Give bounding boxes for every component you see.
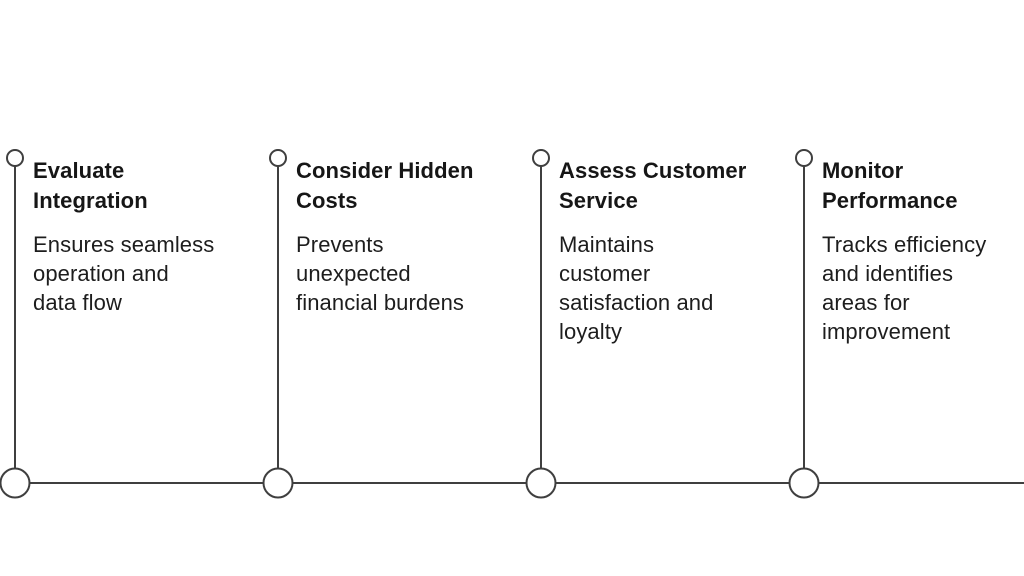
- timeline-item-title: Consider Hidden Costs: [296, 158, 474, 213]
- timeline-item-description: Tracks efficiency and identifies areas f…: [822, 232, 987, 344]
- timeline-item-monitor-performance: Monitor Performance Tracks efficiency an…: [822, 156, 1024, 346]
- milestone-top-dot: [795, 149, 813, 167]
- timeline-item-title: Monitor Performance: [822, 158, 958, 213]
- timeline-item-evaluate-integration: Evaluate Integration Ensures seamless op…: [33, 156, 283, 317]
- milestone-top-dot: [6, 149, 24, 167]
- milestone-top-dot: [269, 149, 287, 167]
- milestone-node: [262, 467, 294, 499]
- timeline-item-description: Ensures seamless operation and data flow: [33, 232, 215, 315]
- milestone-node: [788, 467, 820, 499]
- timeline-item-description: Prevents unexpected financial burdens: [296, 232, 465, 315]
- timeline-item-assess-customer-service: Assess Customer Service Maintains custom…: [559, 156, 809, 346]
- milestone-node: [0, 467, 31, 499]
- milestone-top-dot: [532, 149, 550, 167]
- timeline-item-title: Evaluate Integration: [33, 158, 148, 213]
- timeline-item-title: Assess Customer Service: [559, 158, 747, 213]
- milestone-node: [525, 467, 557, 499]
- timeline-item-description: Maintains customer satisfaction and loya…: [559, 232, 714, 344]
- timeline-item-consider-hidden-costs: Consider Hidden Costs Prevents unexpecte…: [296, 156, 546, 317]
